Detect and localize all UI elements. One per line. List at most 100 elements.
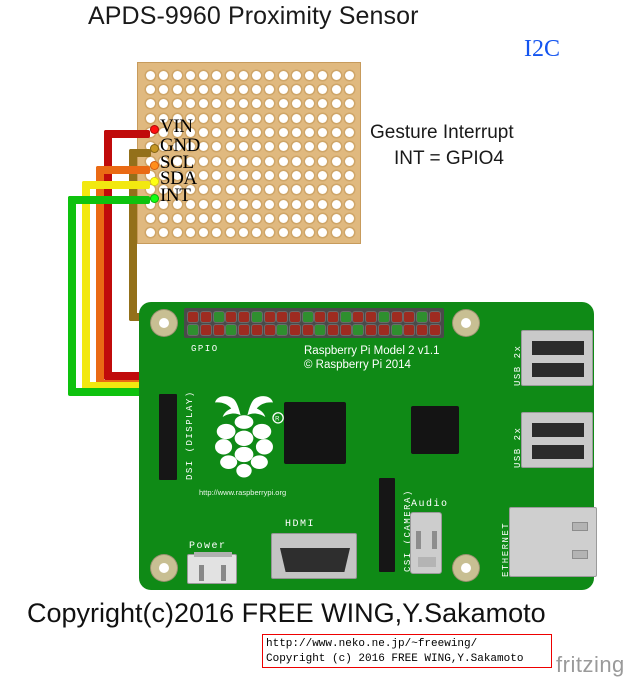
perfboard-hole <box>172 228 182 238</box>
perfboard-hole <box>199 156 209 166</box>
gpio-pin[interactable] <box>378 324 389 335</box>
perfboard-hole <box>185 213 195 223</box>
perfboard-hole <box>265 84 275 94</box>
perfboard-hole <box>238 127 248 137</box>
gpio-pin[interactable] <box>328 324 339 335</box>
gpio-pin[interactable] <box>404 311 415 322</box>
wire-vin <box>104 130 112 380</box>
gpio-pin[interactable] <box>251 311 262 322</box>
perfboard-hole <box>265 99 275 109</box>
gpio-pin[interactable] <box>340 324 351 335</box>
gpio-pin[interactable] <box>416 311 427 322</box>
gpio-pin[interactable] <box>391 311 402 322</box>
gpio-pin[interactable] <box>239 324 250 335</box>
perfboard-hole <box>199 170 209 180</box>
perfboard-hole <box>305 170 315 180</box>
gpio-pin[interactable] <box>289 311 300 322</box>
perfboard-hole <box>318 127 328 137</box>
ethernet-label: ETHERNET <box>501 521 511 577</box>
sensor-pin-label-sda: SDA <box>160 168 197 189</box>
perfboard-hole <box>185 84 195 94</box>
gpio-pin[interactable] <box>213 311 224 322</box>
perfboard-hole <box>252 199 262 209</box>
gpio-pin[interactable] <box>289 324 300 335</box>
gpio-pin[interactable] <box>239 311 250 322</box>
gpio-pin[interactable] <box>404 324 415 335</box>
perfboard-hole <box>146 199 156 209</box>
perfboard-hole <box>146 228 156 238</box>
perfboard-hole <box>146 213 156 223</box>
gpio-pin[interactable] <box>226 324 237 335</box>
perfboard-hole <box>185 127 195 137</box>
gpio-pin[interactable] <box>264 324 275 335</box>
usb-top-label: USB 2x <box>513 344 523 386</box>
perfboard-hole <box>225 142 235 152</box>
perfboard-hole <box>331 228 341 238</box>
perfboard-hole <box>185 156 195 166</box>
perfboard-hole <box>278 199 288 209</box>
gpio-pin[interactable] <box>429 324 440 335</box>
gpio-pin[interactable] <box>378 311 389 322</box>
gpio-pin[interactable] <box>353 324 364 335</box>
perfboard-hole <box>331 156 341 166</box>
perfboard-hole <box>291 99 301 109</box>
perfboard-hole <box>318 99 328 109</box>
gpio-pin[interactable] <box>416 324 427 335</box>
perfboard-hole <box>344 127 354 137</box>
gpio-pin[interactable] <box>315 324 326 335</box>
gpio-pin[interactable] <box>201 311 212 322</box>
perfboard-hole <box>344 213 354 223</box>
gpio-pin[interactable] <box>188 324 199 335</box>
gpio-pin[interactable] <box>429 311 440 322</box>
perfboard-hole <box>344 113 354 123</box>
perfboard-hole <box>225 199 235 209</box>
usb-port-top <box>521 330 593 386</box>
perfboard-hole <box>225 127 235 137</box>
perfboard-hole <box>172 142 182 152</box>
gpio-pin[interactable] <box>353 311 364 322</box>
gpio-pin[interactable] <box>391 324 402 335</box>
sensor-pin-pad <box>150 161 159 170</box>
gpio-pin[interactable] <box>201 324 212 335</box>
gpio-pin[interactable] <box>188 311 199 322</box>
gpio-pin[interactable] <box>302 311 313 322</box>
gpio-pin[interactable] <box>264 311 275 322</box>
perfboard-hole <box>146 170 156 180</box>
audio-label: Audio <box>411 499 449 510</box>
perfboard-hole <box>172 99 182 109</box>
perfboard-hole <box>252 84 262 94</box>
gpio-pin[interactable] <box>340 311 351 322</box>
gpio-pin[interactable] <box>226 311 237 322</box>
perfboard-hole <box>225 228 235 238</box>
perfboard-hole <box>252 213 262 223</box>
protocol-label: I2C <box>524 36 560 62</box>
gpio-pin[interactable] <box>302 324 313 335</box>
perfboard-hole <box>344 170 354 180</box>
gpio-pin[interactable] <box>315 311 326 322</box>
gpio-pin[interactable] <box>277 311 288 322</box>
mount-hole-top-right <box>453 310 479 336</box>
perfboard-hole <box>199 199 209 209</box>
perfboard-hole <box>185 228 195 238</box>
raspberrypi-url: http://www.raspberrypi.org <box>199 488 287 497</box>
perfboard-hole <box>278 156 288 166</box>
perfboard-hole <box>331 127 341 137</box>
perfboard-hole <box>185 170 195 180</box>
gpio-header[interactable] <box>184 308 444 338</box>
perfboard-hole <box>199 99 209 109</box>
perfboard-hole <box>159 142 169 152</box>
gpio-pin[interactable] <box>328 311 339 322</box>
gpio-pin[interactable] <box>251 324 262 335</box>
perfboard-hole <box>331 142 341 152</box>
perfboard-hole <box>199 127 209 137</box>
perfboard-hole <box>225 170 235 180</box>
gpio-pin[interactable] <box>213 324 224 335</box>
gpio-pin[interactable] <box>366 311 377 322</box>
perfboard-hole <box>291 156 301 166</box>
gpio-pin[interactable] <box>366 324 377 335</box>
perfboard-hole <box>318 199 328 209</box>
perfboard-hole <box>238 84 248 94</box>
gpio-pin[interactable] <box>277 324 288 335</box>
perfboard-hole <box>159 70 169 80</box>
perfboard-hole <box>225 99 235 109</box>
